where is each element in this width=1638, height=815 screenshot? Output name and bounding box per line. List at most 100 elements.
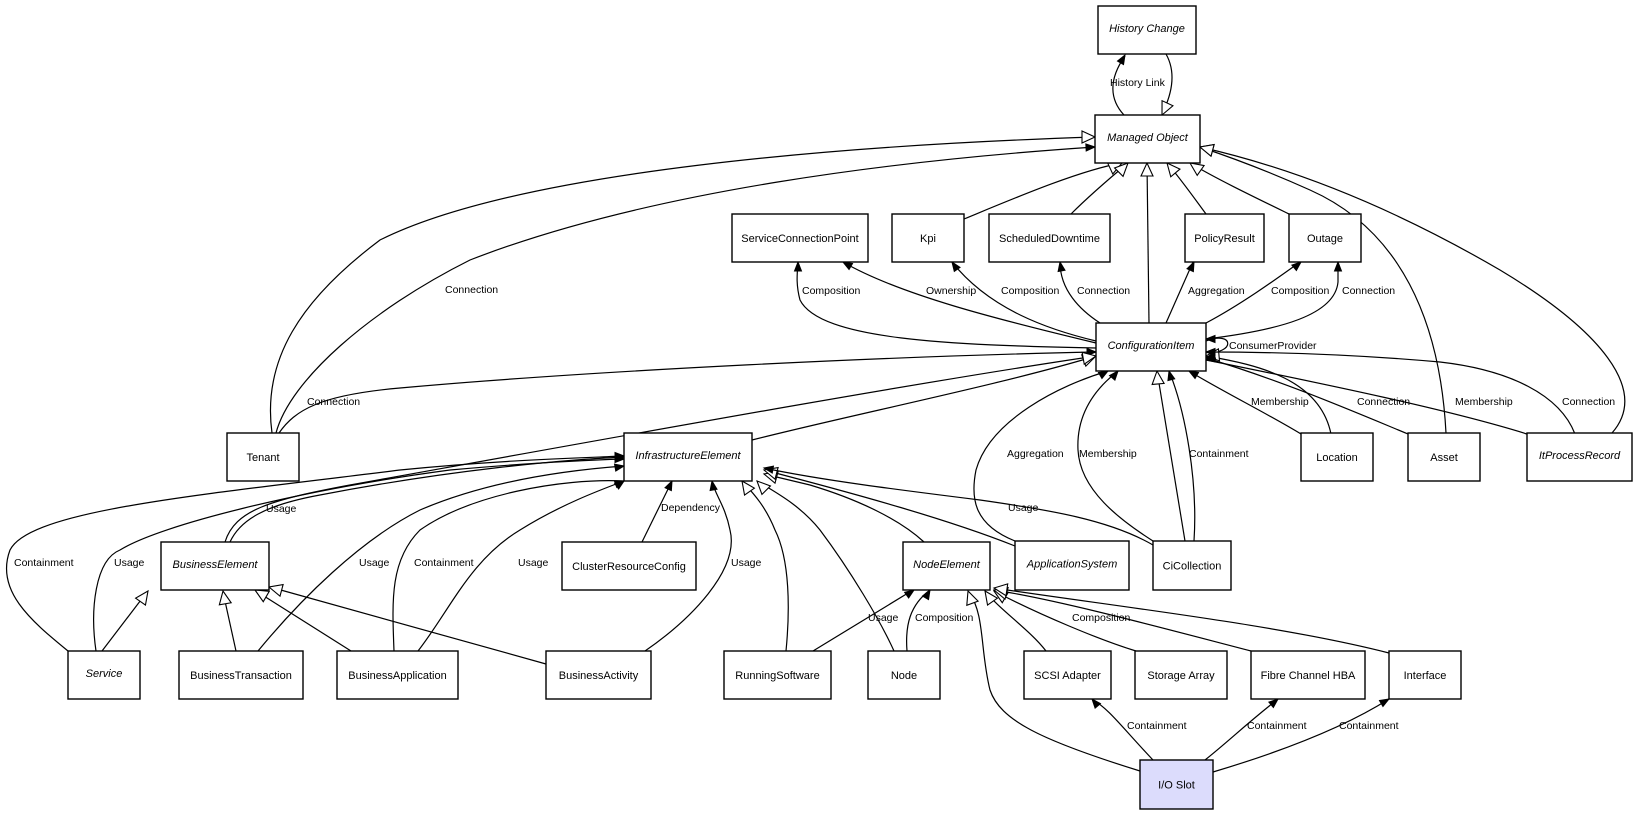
class-box[interactable] [988,213,1111,263]
class-node-it-process-record[interactable]: ItProcessRecord [1526,432,1633,482]
class-node-configuration-item[interactable]: ConfigurationItem [1095,322,1207,372]
class-node-cluster-resource-config[interactable]: ClusterResourceConfig [561,541,697,591]
class-box[interactable] [1095,322,1207,372]
edge-line [842,261,1097,344]
class-node-service-connection-point[interactable]: ServiceConnectionPoint [731,213,869,263]
edge-association-ci_collection-to-configuration_item [1167,369,1196,542]
class-node-asset[interactable]: Asset [1407,432,1481,482]
class-node-history-change[interactable]: History Change [1097,5,1197,55]
inheritance-arrowhead-icon [741,479,756,497]
edge-line [1205,355,1332,435]
class-name: InfrastructureElement [635,450,741,462]
inheritance-arrowhead-icon [267,583,284,598]
class-box[interactable] [867,650,941,700]
class-box[interactable] [731,213,869,263]
edge-association-configuration_item-to-scheduled_downtime [1057,260,1101,324]
class-box[interactable] [226,432,300,482]
class-node-kpi[interactable]: Kpi [891,213,965,263]
class-box[interactable] [1288,213,1362,263]
edge-label: Connection [1562,396,1615,408]
class-node-business-transaction[interactable]: BusinessTransaction [178,650,304,700]
class-box[interactable] [723,650,832,700]
association-arrowhead-icon [903,589,916,599]
edge-label: Aggregation [1188,285,1245,297]
class-box[interactable] [1134,650,1228,700]
edge-association-node-to-node_element [906,588,931,652]
class-node-io-slot[interactable]: I/O Slot [1139,759,1214,810]
edge-label: Composition [1271,285,1330,297]
class-box[interactable] [1407,432,1481,482]
class-box[interactable] [1526,432,1633,482]
edge-line [278,351,1097,434]
class-node-managed-object[interactable]: Managed Object [1094,114,1201,164]
class-box[interactable] [1139,759,1214,810]
inheritance-arrowhead-icon [1198,143,1215,158]
class-node-running-software[interactable]: RunningSoftware [723,650,832,700]
class-node-interface[interactable]: Interface [1388,650,1462,700]
association-arrowhead-icon [1091,697,1102,709]
class-name: I/O Slot [1158,779,1195,791]
edge-association-configuration_item-to-service_connection_point [793,260,1097,349]
class-node-business-application[interactable]: BusinessApplication [336,650,459,700]
class-box[interactable] [1250,650,1366,700]
class-box[interactable] [1014,540,1130,591]
class-box[interactable] [1094,114,1201,164]
edge-association-configuration_item-to-outage [1205,260,1343,340]
edge-inheritance-kpi-to-managed_object [963,162,1124,220]
edge-association-service-to-infrastructure_element [5,451,626,652]
class-box[interactable] [160,541,270,591]
class-name: NodeElement [913,559,981,571]
class-box[interactable] [1388,650,1462,700]
class-node-service[interactable]: Service [67,650,141,700]
class-node-policy-result[interactable]: PolicyResult [1184,213,1265,263]
class-node-infrastructure-element[interactable]: InfrastructureElement [623,432,753,482]
class-node-node[interactable]: Node [867,650,941,700]
class-box[interactable] [178,650,304,700]
association-arrowhead-icon [1097,370,1110,380]
class-node-application-system[interactable]: ApplicationSystem [1014,540,1130,591]
edge-label: Usage [518,557,549,569]
class-box[interactable] [1097,5,1197,55]
class-box[interactable] [545,650,652,700]
edge-inheritance-interface-to-node_element [992,583,1390,654]
edge-line [1188,370,1302,435]
class-node-business-activity[interactable]: BusinessActivity [545,650,652,700]
class-box[interactable] [902,541,991,591]
edge-line [993,587,1390,654]
class-node-node-element[interactable]: NodeElement [902,541,991,591]
edge-association-running_software-to-node_element [812,589,916,652]
class-node-outage[interactable]: Outage [1288,213,1362,263]
class-name: RunningSoftware [735,670,819,682]
edge-label: Containment [1247,720,1307,732]
association-arrowhead-icon [762,465,775,474]
class-node-storage-array[interactable]: Storage Array [1134,650,1228,700]
edge-inheritance-configuration_item-to-managed_object [1140,161,1154,324]
class-box[interactable] [1023,650,1112,700]
association-arrowhead-icon [921,588,931,601]
class-box[interactable] [1184,213,1265,263]
class-box[interactable] [1300,432,1374,482]
edge-line [93,458,625,652]
class-node-location[interactable]: Location [1300,432,1374,482]
class-node-business-element[interactable]: BusinessElement [160,541,270,591]
inheritance-arrowhead-icon [1188,162,1206,177]
class-node-scheduled-downtime[interactable]: ScheduledDowntime [988,213,1111,263]
edge-line [951,261,1097,342]
edge-label: Usage [731,557,762,569]
class-box[interactable] [623,432,753,482]
class-node-fibre-channel-hba[interactable]: Fibre Channel HBA [1250,650,1366,700]
class-box[interactable] [67,650,141,700]
class-box[interactable] [561,541,697,591]
edge-label: Usage [868,612,899,624]
inheritance-arrowhead-icon [1166,161,1181,178]
class-box[interactable] [1152,540,1232,591]
class-box[interactable] [891,213,965,263]
edge-inheritance-node_element-to-infrastructure_element [762,470,925,543]
edge-inheritance-business_element-to-configuration_item [224,351,1098,543]
class-node-tenant[interactable]: Tenant [226,432,300,482]
class-node-scsi-adapter[interactable]: SCSI Adapter [1023,650,1112,700]
class-name: Kpi [920,233,936,245]
class-node-ci-collection[interactable]: CiCollection [1152,540,1232,591]
edge-line [763,473,925,543]
class-box[interactable] [336,650,459,700]
